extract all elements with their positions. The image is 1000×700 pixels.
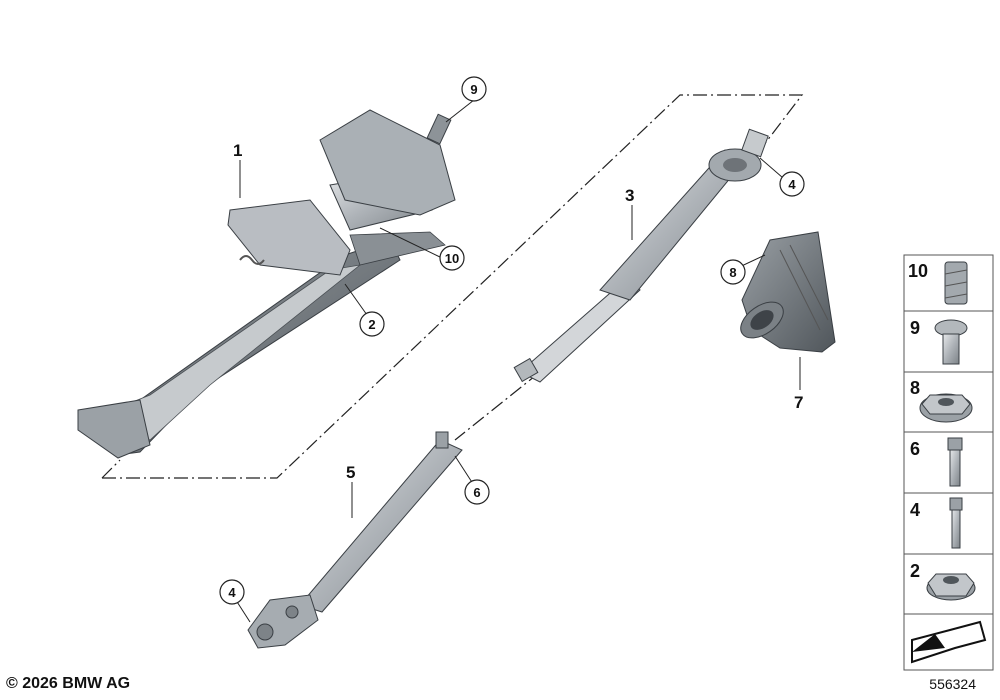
flange-nut-icon (919, 393, 973, 423)
circled-labels (219, 76, 805, 605)
legend-num-8: 8 (910, 378, 920, 398)
flange-bolt-icon (934, 319, 968, 365)
label-4-upper: 4 (788, 177, 796, 192)
label-6: 6 (473, 485, 480, 500)
boot-part (740, 231, 836, 353)
legend-num-10: 10 (908, 261, 928, 281)
label-3: 3 (625, 186, 634, 205)
legend-num-2: 2 (910, 561, 920, 581)
legend-num-6: 6 (910, 439, 920, 459)
label-1: 1 (233, 141, 242, 160)
label-10: 10 (445, 251, 459, 266)
upper-shaft-part (513, 128, 769, 383)
diagram-id: 556324 (929, 676, 976, 692)
assembly-outline (101, 94, 804, 479)
label-2: 2 (368, 317, 375, 332)
hex-bolt-icon (947, 437, 963, 487)
steering-column-part (77, 109, 456, 459)
legend-num-9: 9 (910, 318, 920, 338)
lower-shaft-part (247, 431, 463, 649)
plain-labels: 1 3 5 7 (233, 141, 803, 482)
label-7: 7 (794, 393, 803, 412)
copyright-text: © 2026 BMW AG (6, 675, 131, 692)
screw-icon (949, 497, 963, 549)
label-8: 8 (729, 265, 736, 280)
label-5: 5 (346, 463, 355, 482)
clip-icon (944, 261, 968, 305)
circled-label-text: 9 10 2 4 8 6 4 (228, 82, 796, 600)
hex-nut-icon (926, 573, 976, 601)
label-9: 9 (470, 82, 477, 97)
label-4-lower: 4 (228, 585, 236, 600)
arrow-symbol-icon (911, 620, 987, 664)
fastener-legend: 10 9 8 6 4 2 (903, 254, 994, 671)
legend-num-4: 4 (910, 500, 920, 520)
